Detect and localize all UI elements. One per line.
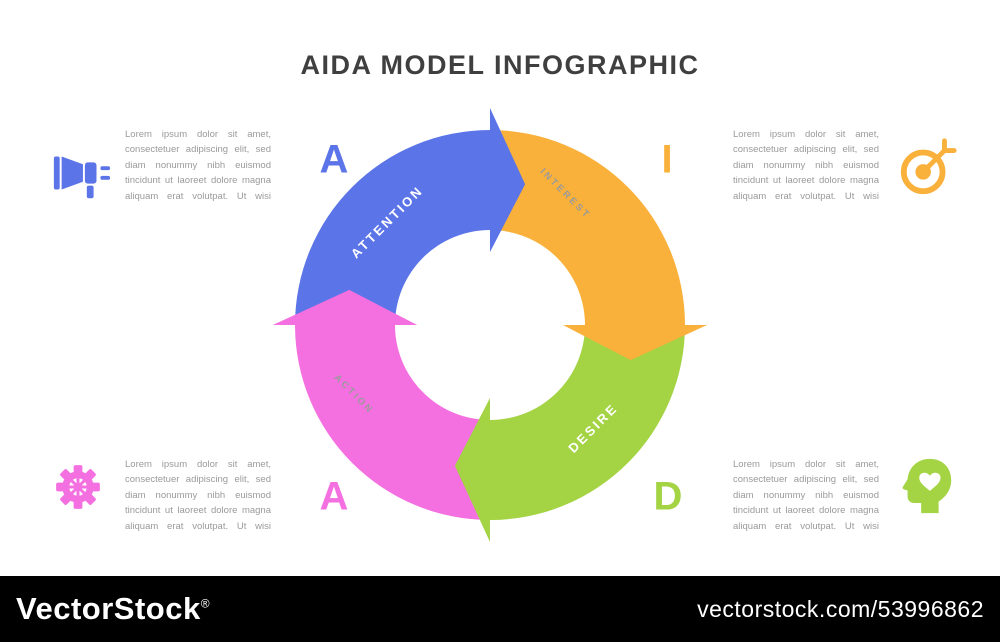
action-arc-segment xyxy=(273,289,490,520)
gear-icon xyxy=(50,459,106,520)
registered-mark: ® xyxy=(200,596,211,611)
stage-letter-action: A xyxy=(319,474,349,519)
stage-letter-attention: A xyxy=(319,137,349,182)
page-title: AIDA MODEL INFOGRAPHIC xyxy=(300,50,700,80)
stage-letter-desire: D xyxy=(653,474,683,519)
desire-description: Lorem ipsum dolor sit amet, consectetuer… xyxy=(733,459,879,532)
aida-cycle-diagram: ATTENTION INTEREST DESIRE ACTION xyxy=(245,80,735,570)
desire-arc-segment xyxy=(454,325,685,542)
watermark-bar: VectorStock® vectorstock.com/53996862 xyxy=(0,576,1000,642)
interest-arc-segment xyxy=(490,130,707,361)
action-arrowhead-overlay xyxy=(273,289,417,325)
watermark-brand-text: VectorStock xyxy=(16,591,201,626)
stage-letter-interest: I xyxy=(661,137,673,182)
head-heart-icon xyxy=(895,455,957,522)
watermark-site-url: vectorstock.com/53996862 xyxy=(697,595,984,622)
megaphone-icon xyxy=(50,142,112,209)
action-description: Lorem ipsum dolor sit amet, consectetuer… xyxy=(125,459,271,532)
target-icon xyxy=(897,136,959,203)
interest-description: Lorem ipsum dolor sit amet, consectetuer… xyxy=(733,129,879,202)
attention-arc-segment xyxy=(295,108,526,325)
attention-description: Lorem ipsum dolor sit amet, consectetuer… xyxy=(125,129,271,202)
watermark-brand: VectorStock® xyxy=(16,591,210,627)
cycle-arrows-svg xyxy=(273,108,707,542)
